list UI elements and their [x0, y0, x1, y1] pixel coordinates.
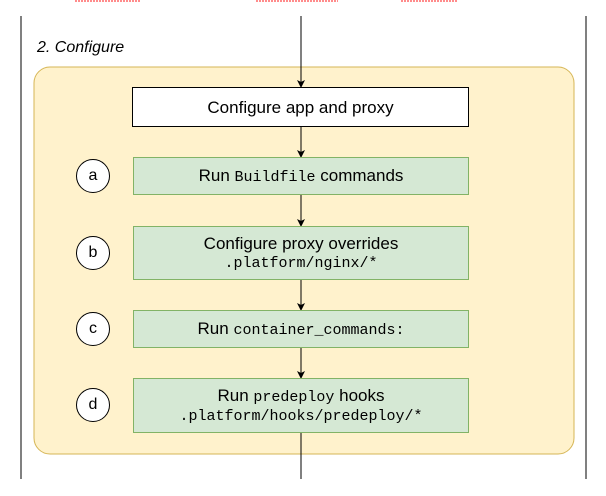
step-d-line1: Run predeploy hooks [217, 386, 384, 407]
step-box-c[interactable]: Run container_commands: [133, 310, 469, 348]
step-b-line1: Configure proxy overrides [204, 234, 399, 254]
step-marker-c: c [76, 312, 110, 346]
header-step-label: Configure app and proxy [207, 97, 394, 117]
step-box-b[interactable]: Configure proxy overrides .platform/ngin… [133, 226, 469, 280]
step-marker-c-text: c [89, 320, 97, 337]
step-b-line2: .platform/nginx/* [224, 254, 378, 272]
step-marker-a-text: a [88, 167, 98, 184]
step-c-code: container_commands: [233, 321, 405, 339]
step-marker-b: b [76, 236, 110, 270]
step-marker-d-text: d [88, 396, 98, 413]
header-step-box[interactable]: Configure app and proxy [132, 87, 469, 127]
step-marker-d: d [76, 388, 110, 422]
step-d-code: predeploy [253, 388, 335, 406]
step-a-code: Buildfile [234, 168, 316, 186]
step-d-pre: Run [217, 385, 254, 405]
step-marker-a: a [76, 159, 110, 193]
step-c-pre: Run [197, 318, 234, 338]
step-a-post: commands [315, 165, 404, 185]
step-box-d[interactable]: Run predeploy hooks .platform/hooks/pred… [133, 378, 469, 433]
step-b-pre: Configure proxy overrides [203, 233, 399, 253]
step-a-line1: Run Buildfile commands [199, 166, 404, 187]
step-d-post: hooks [334, 385, 385, 405]
step-marker-b-text: b [88, 244, 98, 261]
section-title: 2. Configure [37, 39, 125, 56]
step-c-line1: Run container_commands: [198, 319, 405, 340]
step-box-a[interactable]: Run Buildfile commands [133, 157, 469, 195]
step-a-pre: Run [198, 165, 235, 185]
step-d-line2: .platform/hooks/predeploy/* [179, 407, 423, 425]
